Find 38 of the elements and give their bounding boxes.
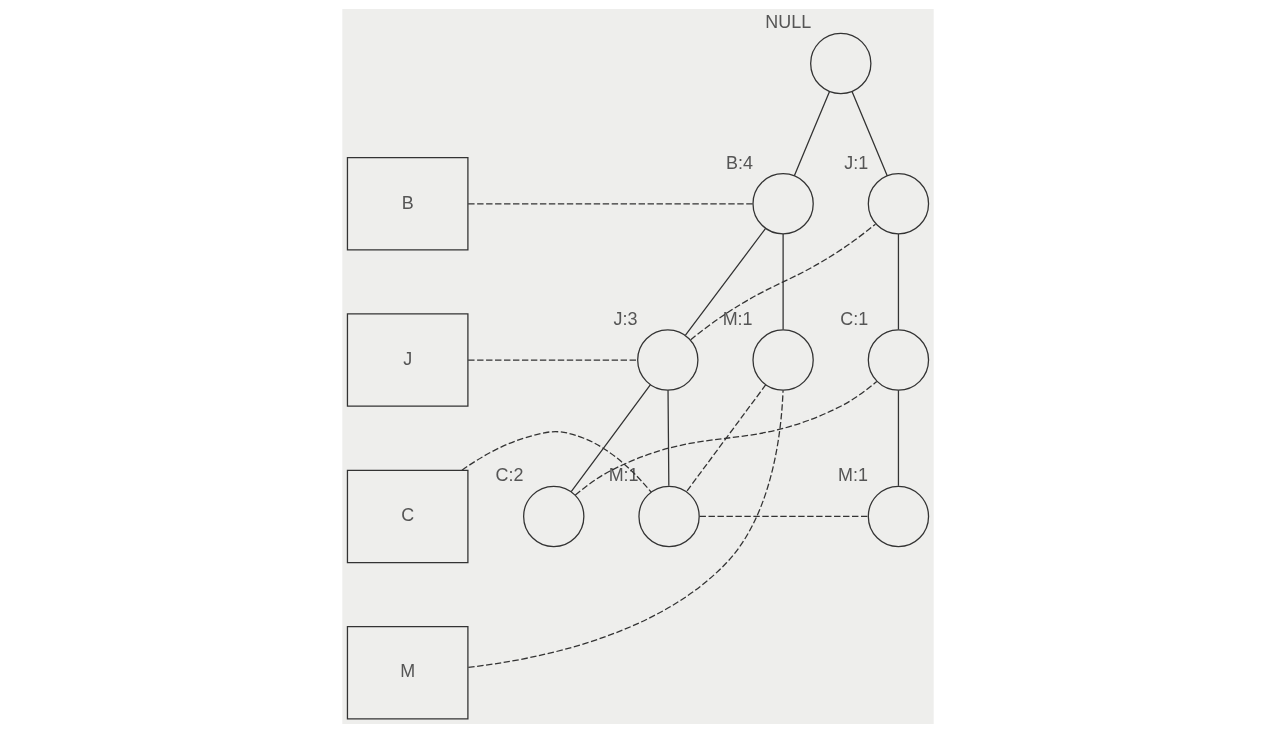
node-box: C [346, 469, 469, 563]
connector [685, 383, 767, 492]
node-circle [637, 328, 699, 391]
node-label: J:3 [613, 308, 638, 329]
node-circle [752, 172, 814, 234]
connector [897, 389, 900, 486]
node-circle [810, 32, 872, 94]
connector [897, 232, 900, 330]
connector [782, 232, 784, 330]
connector [698, 515, 869, 517]
node-circle [752, 328, 814, 391]
connector [851, 90, 888, 176]
node-box: M [346, 625, 469, 719]
node-circle [867, 172, 930, 234]
node-label: M:1 [608, 464, 639, 485]
node-circle [638, 485, 700, 547]
node-box: B [346, 156, 469, 251]
connector [793, 90, 831, 176]
connector [574, 380, 878, 496]
node-circle [867, 485, 930, 547]
node-label: C:1 [840, 308, 869, 329]
connector [684, 227, 767, 336]
connector [667, 389, 670, 486]
node-box: J [346, 312, 469, 407]
node-label: B:4 [726, 152, 753, 173]
connector [690, 223, 877, 340]
node-label: NULL [765, 11, 812, 32]
connector [461, 430, 652, 493]
connector [570, 383, 652, 492]
node-label: M:1 [838, 464, 868, 485]
node-label: M:1 [722, 308, 753, 329]
node-label: J:1 [844, 152, 869, 173]
node-circle [523, 485, 585, 547]
node-label: C:2 [495, 464, 524, 485]
connector [467, 202, 754, 204]
connector [467, 358, 638, 361]
connector [467, 389, 784, 668]
node-circle [867, 328, 930, 391]
